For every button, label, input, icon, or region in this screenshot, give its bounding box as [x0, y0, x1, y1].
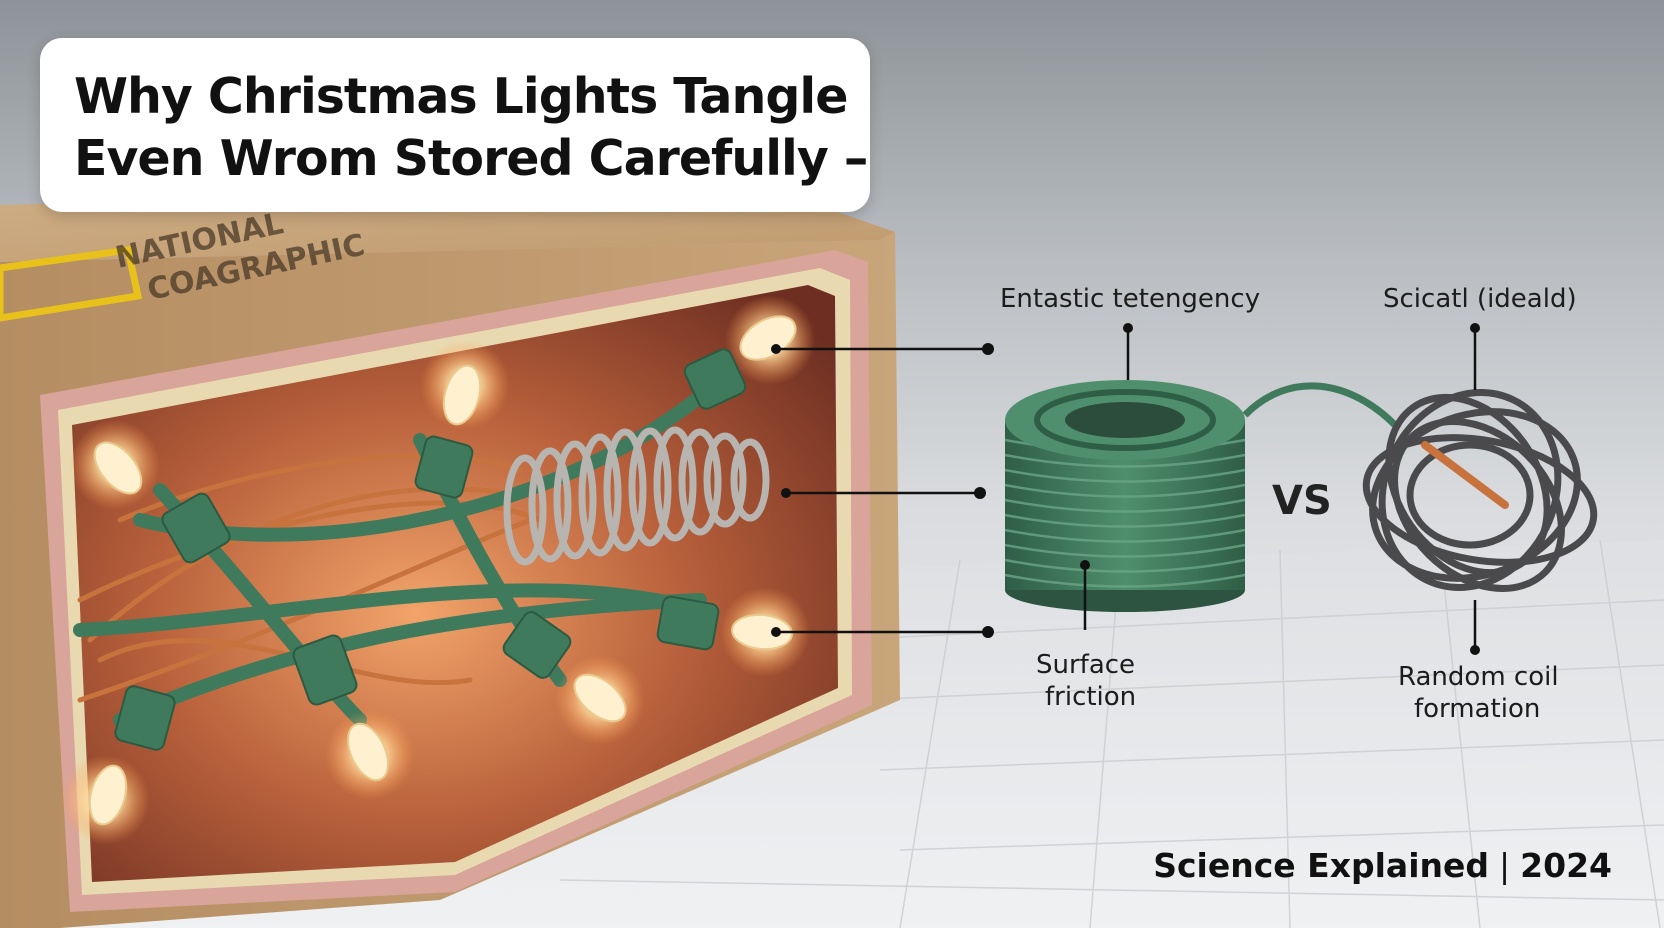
tangled-lights — [60, 295, 815, 845]
title-line-1: Why Christmas Lights Tangle — [74, 68, 848, 125]
vs-label: VS — [1272, 478, 1332, 524]
callout-random-coil: Random coil — [1398, 662, 1559, 692]
callout-formation: formation — [1414, 694, 1541, 724]
pointer-dots-box — [771, 343, 994, 638]
callout-entastic-tetengency: Entastic tetengency — [1000, 284, 1261, 314]
tangled-coil — [1362, 389, 1598, 592]
footer-brand: Science Explained — [1153, 846, 1490, 885]
footer-credit: Science Explained|2024 — [1153, 846, 1612, 885]
pointer-lines-coils — [1083, 328, 1477, 650]
neat-coil — [1004, 380, 1398, 612]
callout-friction: friction — [1045, 682, 1137, 712]
title-line-2: Even Wrom Stored Carefully – — [74, 130, 868, 187]
pointer-dots-coils — [1080, 323, 1480, 655]
pointer-lines-box — [776, 347, 988, 634]
footer-year: 2024 — [1520, 846, 1612, 885]
footer-separator: | — [1499, 846, 1511, 885]
title-card: Why Christmas Lights Tangle Even Wrom St… — [40, 38, 870, 212]
callout-scicatl-ideald: Scicatl (ideald) — [1383, 284, 1577, 314]
callout-surface: Surface — [1036, 650, 1136, 680]
box-logo — [0, 246, 143, 322]
